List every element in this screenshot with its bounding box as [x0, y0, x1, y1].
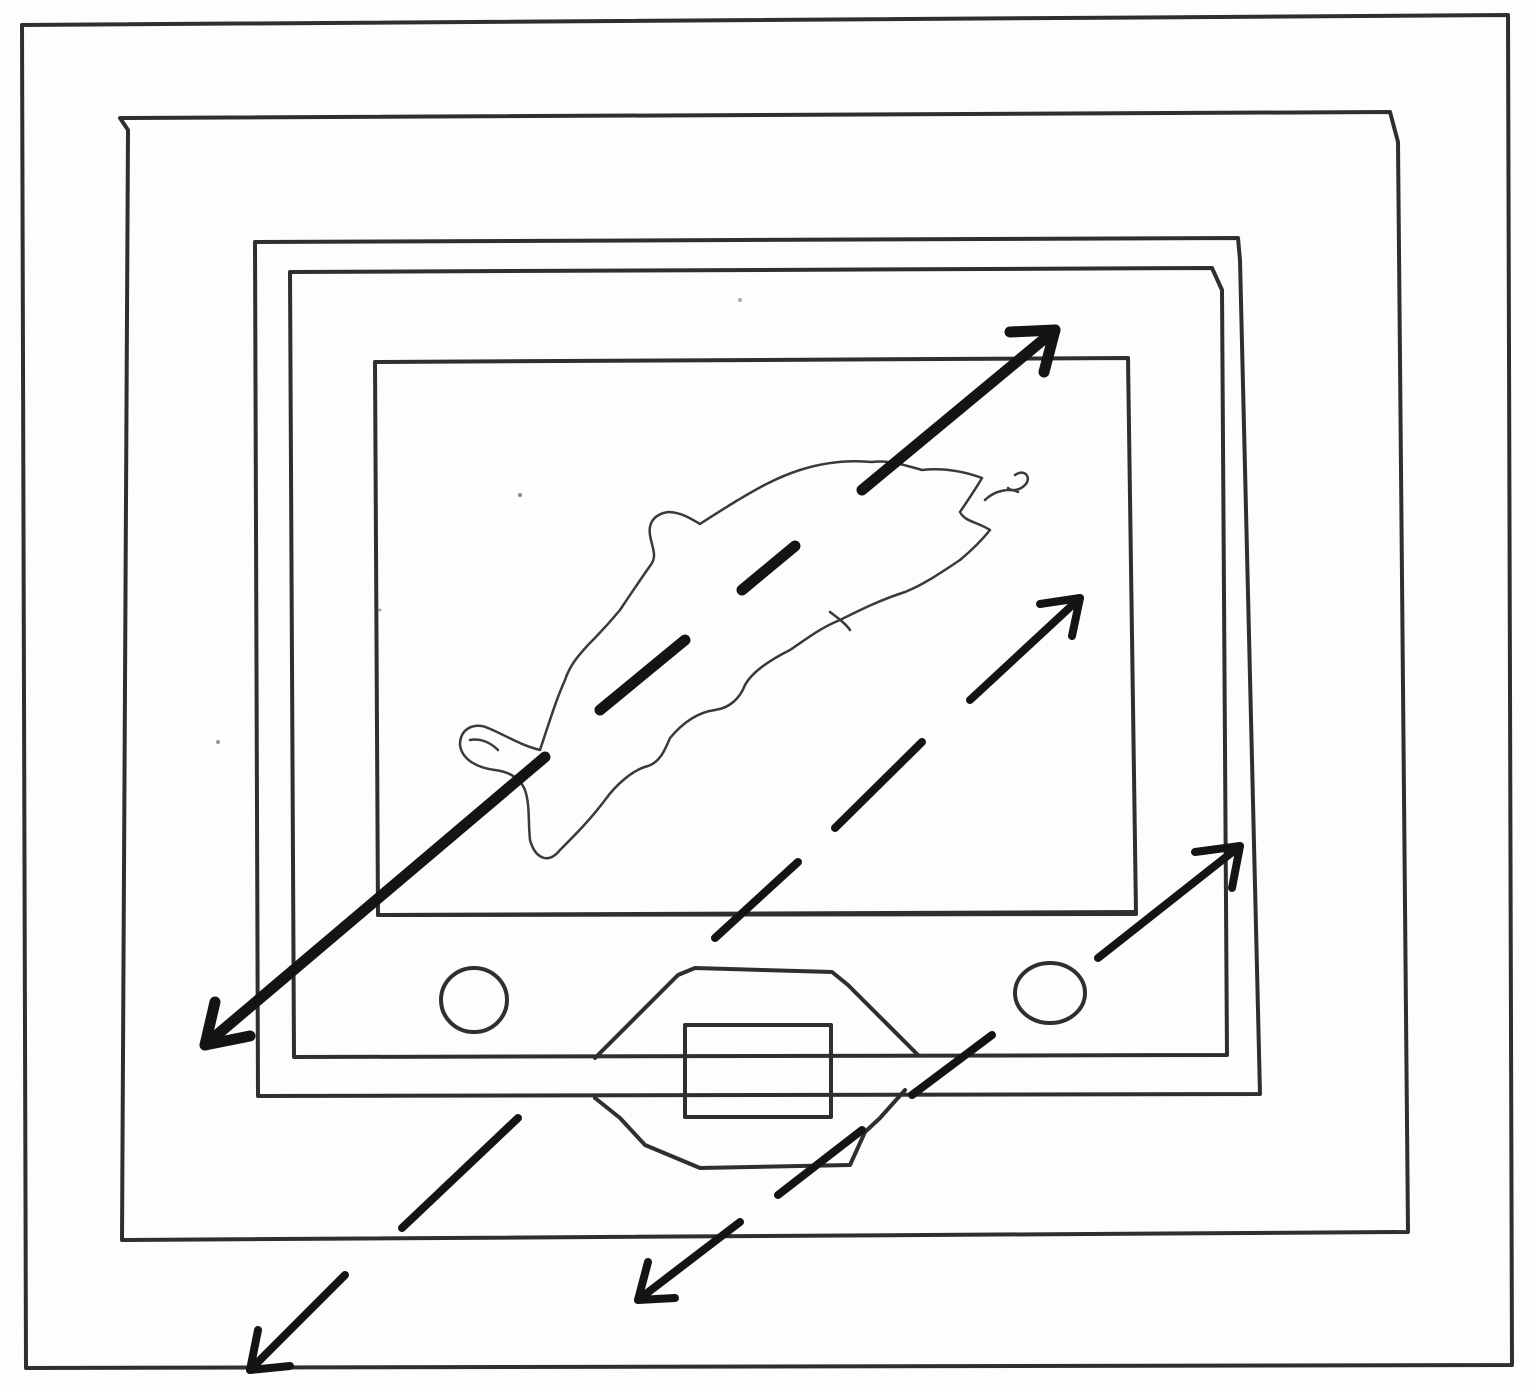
right-round-button [1015, 963, 1085, 1023]
device-inner-frame [290, 268, 1227, 1057]
center-button-bezel [595, 968, 918, 1168]
paper-specks [216, 298, 742, 744]
dashed-center-arrow [715, 598, 1080, 938]
left-round-button [441, 968, 507, 1032]
fish-icon [460, 461, 1028, 858]
middle-frame [120, 112, 1408, 1240]
dashed-lower-left-arrow [250, 1118, 518, 1370]
screen-frame [375, 358, 1136, 915]
solid-diagonal-arrow [205, 330, 1055, 1045]
center-rectangular-button [685, 1025, 831, 1117]
device-outer-frame [255, 238, 1260, 1096]
